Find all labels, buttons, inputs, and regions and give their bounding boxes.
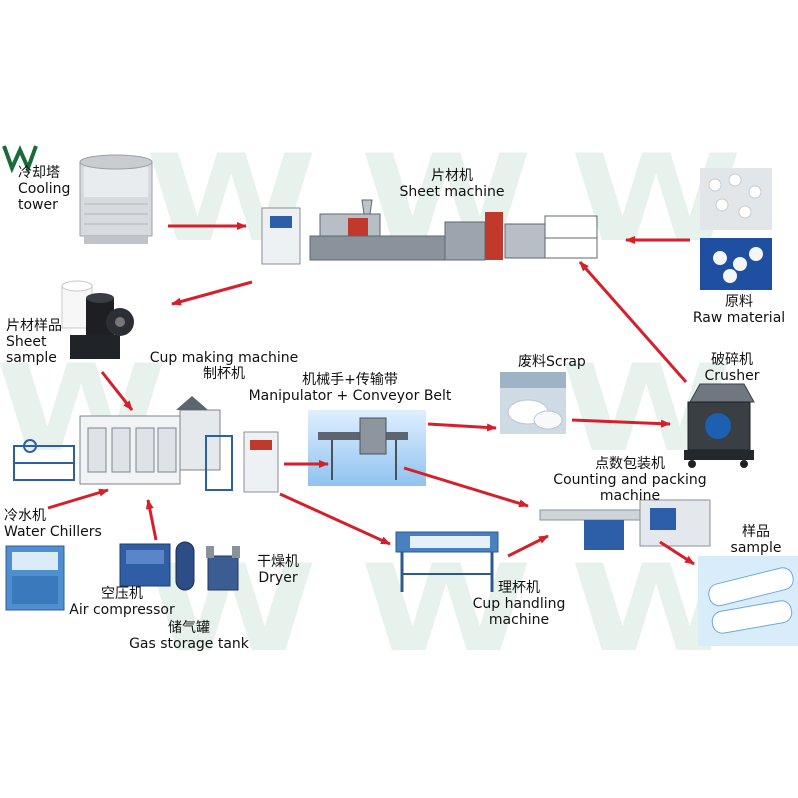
cooling-tower-label: 冷却塔 Cooling tower bbox=[18, 165, 71, 213]
arrow-cupmaking-to-cuphandling bbox=[279, 492, 391, 546]
sample-label: 样品 sample bbox=[730, 524, 782, 556]
raw-material-image bbox=[700, 168, 772, 290]
scrap-image bbox=[500, 372, 566, 434]
water-chillers-label: 冷水机 Water Chillers bbox=[4, 508, 102, 540]
arrow-counting-to-sample bbox=[659, 540, 695, 566]
arrow-sheet-to-sample bbox=[171, 280, 253, 306]
crusher-image bbox=[684, 383, 755, 468]
cup-handling-label: 理杯机 Cup handling machine bbox=[472, 580, 566, 628]
scrap-label: 废料Scrap bbox=[518, 354, 586, 370]
sheet-machine-image bbox=[261, 199, 598, 265]
sheet-sample-image bbox=[61, 280, 134, 359]
sample-image bbox=[698, 556, 798, 646]
arrow-compressor-to-cupmaking bbox=[145, 499, 158, 541]
air-compressor-image bbox=[119, 543, 171, 587]
dryer-image bbox=[206, 546, 240, 591]
cup-making-machine-image bbox=[13, 396, 279, 493]
water-chiller-image bbox=[5, 545, 65, 611]
arrow-sample-to-cupmaking bbox=[100, 371, 134, 411]
manipulator-conveyor-image bbox=[308, 410, 426, 486]
manipulator-label: 机械手+传输带 Manipulator + Conveyor Belt bbox=[248, 372, 452, 404]
gas-storage-tank-image bbox=[175, 541, 195, 591]
watermark-w: W bbox=[360, 540, 533, 679]
sheet-sample-label: 片材样品 Sheet sample bbox=[6, 318, 62, 366]
raw-material-label: 原料 Raw material bbox=[692, 294, 786, 326]
arrow-manipulator-to-scrap bbox=[427, 422, 497, 432]
arrow-crusher-to-sheet bbox=[578, 261, 688, 383]
arrow-chiller-to-cupmaking bbox=[47, 488, 109, 510]
brand-logo bbox=[2, 145, 38, 174]
cup-making-label: Cup making machine 制杯机 bbox=[149, 350, 299, 382]
arrow-cuphandling-to-counting bbox=[507, 534, 549, 558]
air-compressor-label: 空压机 Air compressor bbox=[69, 586, 175, 618]
sheet-machine-label: 片材机 Sheet machine bbox=[399, 168, 505, 200]
cooling-tower-image bbox=[79, 154, 153, 244]
dryer-label: 干燥机 Dryer bbox=[257, 554, 299, 586]
counting-packing-label: 点数包装机 Counting and packing machine bbox=[553, 456, 707, 504]
gas-storage-tank-label: 储气罐 Gas storage tank bbox=[129, 620, 249, 652]
flow-arrows bbox=[47, 222, 695, 566]
counting-packing-machine-image bbox=[539, 499, 711, 550]
crusher-label: 破碎机 Crusher bbox=[704, 352, 760, 384]
arrow-manipulator-to-counting bbox=[403, 466, 529, 508]
arrow-scrap-to-crusher bbox=[571, 418, 671, 428]
cup-handling-machine-image bbox=[395, 531, 499, 592]
